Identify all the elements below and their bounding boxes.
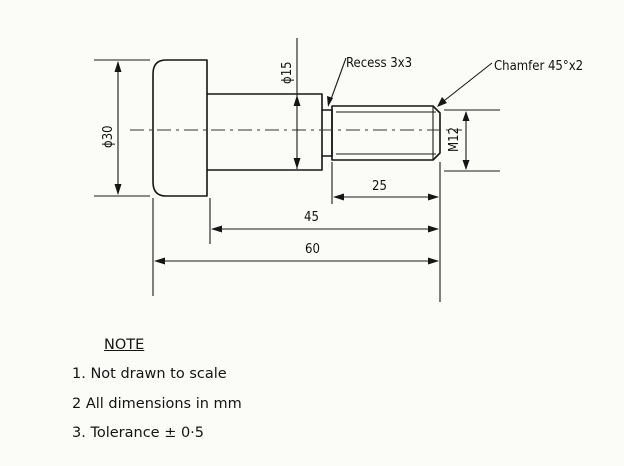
recess-outline <box>321 109 333 157</box>
arrow-15-bottom <box>293 158 301 169</box>
note-item-2: 2 All dimensions in mm <box>72 396 242 412</box>
arrow-m12-bottom <box>462 160 470 170</box>
chamfer-leader <box>439 62 493 105</box>
arrow-m12-top <box>462 111 470 121</box>
dim-label-45: 45 <box>304 210 319 225</box>
note-item-1: 1. Not drawn to scale <box>72 366 227 382</box>
thread-outline <box>331 105 441 161</box>
arrow-60-right <box>428 257 439 265</box>
arrow-25-left <box>333 193 344 201</box>
arrow-25-right <box>428 193 439 201</box>
arrow-15-top <box>293 95 301 106</box>
head-outline <box>152 59 208 197</box>
recess-leader <box>329 57 347 103</box>
note-title: NOTE <box>104 337 145 353</box>
dim-label-30: ϕ30 <box>101 125 116 148</box>
shank-outline <box>206 93 323 171</box>
chamfer-label: Chamfer 45°x2 <box>494 59 583 74</box>
recess-label: Recess 3x3 <box>346 56 412 71</box>
dim-label-25: 25 <box>372 179 387 194</box>
dim-label-15: ϕ15 <box>280 61 295 84</box>
arrow-30-bottom <box>114 184 122 195</box>
arrow-60-left <box>154 257 165 265</box>
chamfer-leader-arrow <box>437 97 447 107</box>
arrow-45-right <box>428 225 439 233</box>
arrow-45-left <box>211 225 222 233</box>
recess-leader-arrow <box>327 96 333 107</box>
arrow-30-top <box>114 61 122 72</box>
dim-label-m12: M12 <box>447 127 462 152</box>
dim-label-60: 60 <box>305 242 320 257</box>
note-item-3: 3. Tolerance ± 0·5 <box>72 425 205 441</box>
